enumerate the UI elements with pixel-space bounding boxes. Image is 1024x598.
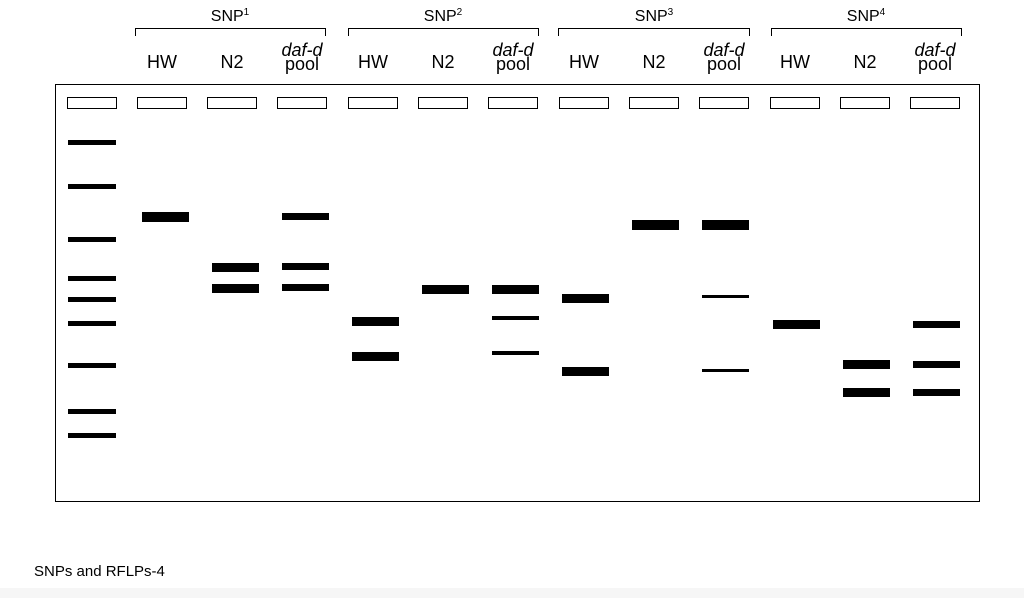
snp3-bracket — [558, 28, 750, 36]
snp1-n2-band — [212, 284, 259, 293]
well-snp1-hw — [137, 97, 187, 109]
well-snp4-daf — [910, 97, 960, 109]
snp2-n2-band — [422, 285, 469, 294]
snp4-daf-band — [913, 361, 960, 368]
snp2-hw-label: HW — [358, 52, 388, 72]
well-snp3-hw — [559, 97, 609, 109]
snp2-daf-band — [492, 351, 539, 355]
snp1-n2-band — [212, 263, 259, 272]
snp4-n2-band — [843, 360, 890, 369]
well-snp2-n2 — [418, 97, 468, 109]
snp1-label: SNP1 — [210, 7, 250, 25]
bottom-strip — [0, 588, 1024, 598]
snp3-daf-band — [702, 369, 749, 372]
ladder-band — [68, 140, 116, 145]
well-snp3-daf — [699, 97, 749, 109]
snp2-daf-band — [492, 316, 539, 320]
ladder-band — [68, 409, 116, 414]
snp1-hw-band — [142, 212, 189, 222]
snp1-hw-label: HW — [147, 52, 177, 72]
snp4-hw-label: HW — [780, 52, 810, 72]
well-snp2-hw — [348, 97, 398, 109]
ladder-band — [68, 276, 116, 281]
snp3-n2-label: N2 — [642, 52, 666, 72]
snp3-hw-band — [562, 294, 609, 303]
well-snp3-n2 — [629, 97, 679, 109]
well-snp4-hw — [770, 97, 820, 109]
ladder-band — [68, 184, 116, 189]
snp4-hw-band — [773, 320, 820, 329]
snp1-bracket — [135, 28, 326, 36]
snp1-daf-band — [282, 263, 329, 270]
well-snp1-daf — [277, 97, 327, 109]
snp3-daf-band — [702, 295, 749, 298]
ladder-band — [68, 237, 116, 242]
snp3-label: SNP3 — [634, 7, 674, 25]
ladder-band — [68, 297, 116, 302]
snp3-hw-label: HW — [569, 52, 599, 72]
snp4-label: SNP4 — [846, 7, 886, 25]
well-snp4-n2 — [840, 97, 890, 109]
snp4-bracket — [771, 28, 962, 36]
snp1-daf-band — [282, 213, 329, 220]
ladder-band — [68, 321, 116, 326]
well-snp1-n2 — [207, 97, 257, 109]
snp2-hw-band — [352, 317, 399, 326]
well-ladder — [67, 97, 117, 109]
snp4-daf-band — [913, 321, 960, 328]
snp2-label: SNP2 — [423, 7, 463, 25]
ladder-band — [68, 433, 116, 438]
ladder-band — [68, 363, 116, 368]
snp3-hw-band — [562, 367, 609, 376]
snp4-n2-band — [843, 388, 890, 397]
figure-caption: SNPs and RFLPs-4 — [34, 563, 165, 580]
snp2-daf-band — [492, 285, 539, 294]
snp1-n2-label: N2 — [220, 52, 244, 72]
snp3-n2-band — [632, 220, 679, 230]
snp4-n2-label: N2 — [853, 52, 877, 72]
snp4-daf-band — [913, 389, 960, 396]
snp2-hw-band — [352, 352, 399, 361]
gel-frame — [55, 84, 980, 502]
well-snp2-daf — [488, 97, 538, 109]
snp1-daf-band — [282, 284, 329, 291]
snp2-bracket — [348, 28, 539, 36]
snp2-n2-label: N2 — [431, 52, 455, 72]
snp3-daf-band — [702, 220, 749, 230]
